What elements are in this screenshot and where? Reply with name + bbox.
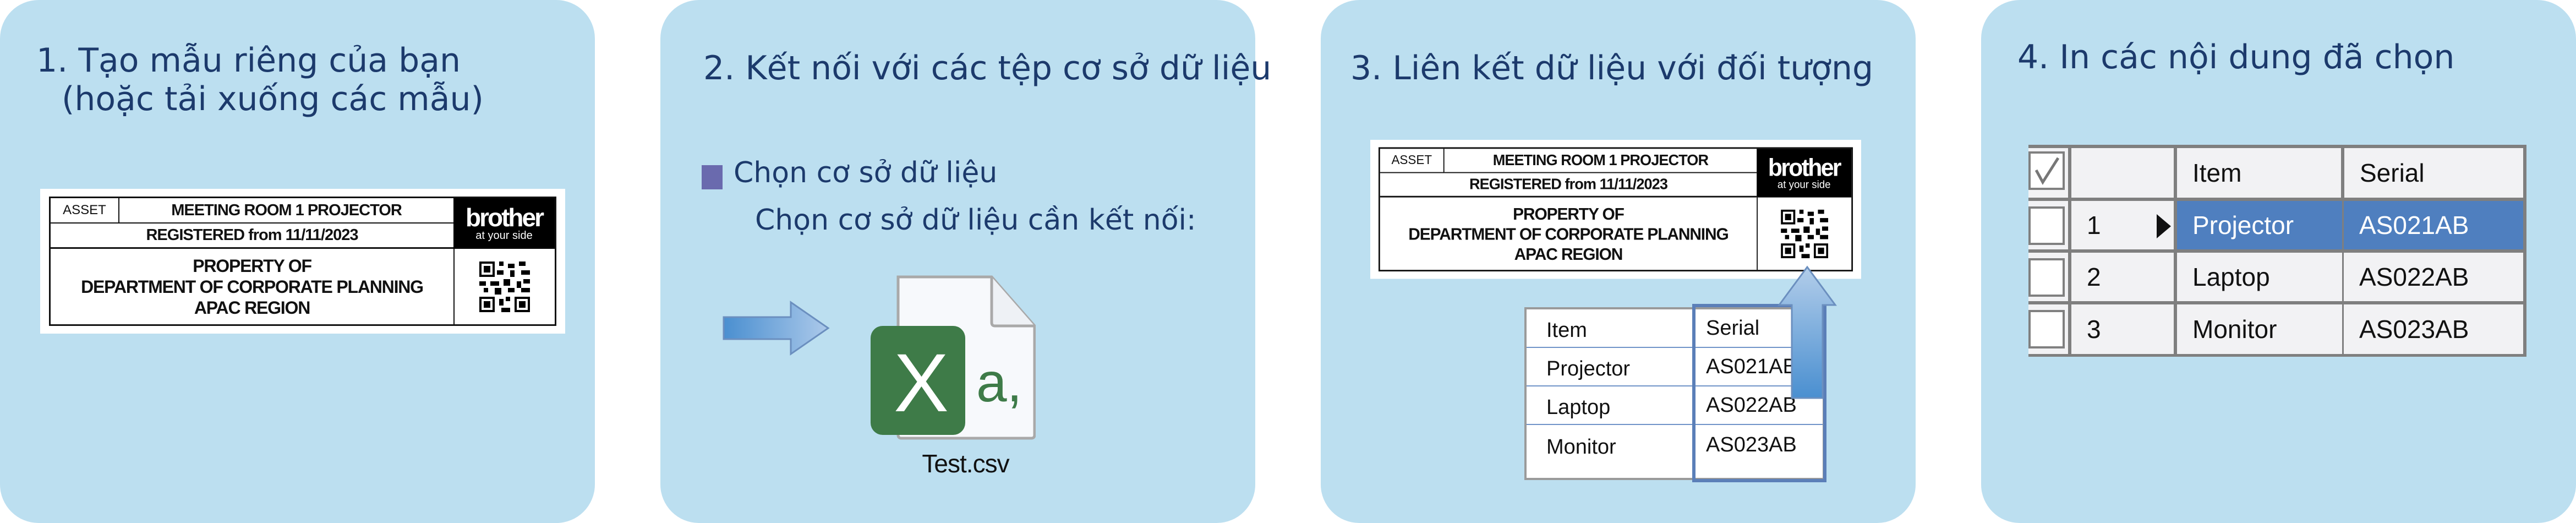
database-table: Item Serial Projector AS021AB Laptop AS022A… [1524, 307, 1825, 480]
cell-serial[interactable]: AS022AB [2344, 253, 2523, 301]
label-property: PROPERTY OF DEPARTMENT OF CORPORATE PLAN… [1380, 198, 1757, 270]
table-header: Item Serial [1527, 309, 1823, 348]
label-name: MEETING ROOM 1 PROJECTOR [119, 198, 453, 224]
logo-word: brother [466, 203, 544, 232]
property-line: DEPARTMENT OF CORPORATE PLANNING [1408, 224, 1729, 243]
logo-tagline: at your side [1777, 179, 1831, 191]
table-row: Monitor AS023AB [1527, 425, 1823, 464]
select-all-checkbox[interactable] [2028, 151, 2065, 190]
cell-item: Monitor [1546, 435, 1616, 459]
cell-serial: AS023AB [1706, 433, 1797, 456]
table-row: Laptop AS022AB [1527, 386, 1823, 425]
label-asset: ASSET [1380, 149, 1445, 173]
asset-label-preview: ASSET MEETING ROOM 1 PROJECTOR REGISTERE… [1370, 140, 1861, 279]
label-frame: ASSET MEETING ROOM 1 PROJECTOR REGISTERE… [1378, 147, 1853, 272]
print-selection-grid: Item Serial 1 Projector AS021AB 2 Laptop… [2028, 145, 2526, 357]
step2-panel: 2. Kết nối với các tệp cơ sở dữ liệu Chọ… [660, 0, 1271, 523]
label-asset: ASSET [51, 198, 119, 224]
select-database-heading: Chọn cơ sở dữ liệu [734, 156, 998, 189]
row-checkbox-cell [2028, 304, 2068, 354]
logo-word: brother [1768, 153, 1842, 181]
asset-label-preview: ASSET MEETING ROOM 1 PROJECTOR REGISTERE… [40, 189, 565, 334]
property-line: APAC REGION [1514, 244, 1623, 264]
arrow-up-icon [1778, 265, 1837, 399]
label-frame: ASSET MEETING ROOM 1 PROJECTOR REGISTERE… [49, 197, 556, 326]
csv-file-button[interactable]: X a, Test.csv [871, 275, 1036, 484]
qr-code-icon [453, 249, 555, 324]
label-registered: REGISTERED from 11/11/2023 [1380, 173, 1757, 198]
select-database-instruction: Chọn cơ sở dữ liệu cần kết nối: [755, 204, 1196, 237]
row-checkbox-cell [2028, 201, 2068, 249]
cell-serial: AS022AB [1706, 394, 1797, 417]
bullet-square-icon [702, 165, 723, 189]
step1-title-line1: 1. Tạo mẫu riêng của bạn [36, 41, 461, 80]
property-line: APAC REGION [194, 297, 310, 318]
cell-serial: AS021AB [1706, 355, 1797, 378]
header-item: Item [1546, 319, 1587, 342]
step1-panel: 1. Tạo mẫu riêng của bạn (hoặc tải xuống… [0, 0, 595, 523]
row-checkbox[interactable] [2028, 206, 2065, 245]
excel-x-glyph: X [894, 336, 949, 429]
arrow-right-icon [723, 301, 830, 356]
row-number-text: 1 [2087, 211, 2101, 239]
logo-tagline: at your side [475, 230, 533, 242]
cell-serial[interactable]: AS021AB [2344, 201, 2523, 249]
row-checkbox[interactable] [2028, 258, 2065, 297]
header-checkbox-cell [2028, 148, 2068, 198]
brother-logo: brother at your side [453, 198, 555, 249]
header-serial: Serial [1706, 317, 1760, 340]
header-item[interactable]: Item [2177, 148, 2341, 198]
row-number[interactable]: 1 [2071, 201, 2174, 249]
header-num [2071, 148, 2174, 198]
label-registered: REGISTERED from 11/11/2023 [51, 224, 453, 249]
property-line: DEPARTMENT OF CORPORATE PLANNING [81, 276, 424, 297]
excel-file-icon [871, 275, 1036, 440]
row-checkbox-cell [2028, 253, 2068, 301]
step2-title: 2. Kết nối với các tệp cơ sở dữ liệu [703, 49, 1272, 88]
row-number[interactable]: 2 [2071, 253, 2174, 301]
cell-item: Projector [1546, 357, 1631, 380]
cell-item[interactable]: Laptop [2177, 253, 2342, 301]
step1-title-line2: (hoặc tải xuống các mẫu) [62, 80, 484, 118]
csv-glyph: a, [976, 352, 1022, 413]
serial-column-highlight [1692, 304, 1826, 482]
brother-logo: brother at your side [1757, 149, 1852, 198]
step3-title: 3. Liên kết dữ liệu với đối tượng [1350, 49, 1874, 88]
cell-item[interactable]: Monitor [2177, 304, 2342, 354]
cell-serial[interactable]: AS023AB [2344, 304, 2523, 354]
current-row-pointer-icon [2157, 214, 2171, 238]
table-row: Projector AS021AB [1527, 348, 1823, 386]
file-name: Test.csv [922, 449, 1009, 478]
row-checkbox[interactable] [2028, 310, 2065, 348]
label-name: MEETING ROOM 1 PROJECTOR [1444, 149, 1757, 173]
header-serial[interactable]: Serial [2344, 148, 2523, 198]
property-line: PROPERTY OF [1513, 204, 1625, 224]
property-line: PROPERTY OF [193, 255, 312, 276]
label-property: PROPERTY OF DEPARTMENT OF CORPORATE PLAN… [51, 249, 453, 324]
checkmark-icon [2034, 157, 2060, 185]
qr-code-icon [1757, 197, 1851, 270]
cell-item: Laptop [1546, 396, 1611, 419]
row-number[interactable]: 3 [2071, 304, 2174, 354]
step4-title: 4. In các nội dung đã chọn [2017, 38, 2455, 77]
cell-item[interactable]: Projector [2177, 201, 2342, 249]
